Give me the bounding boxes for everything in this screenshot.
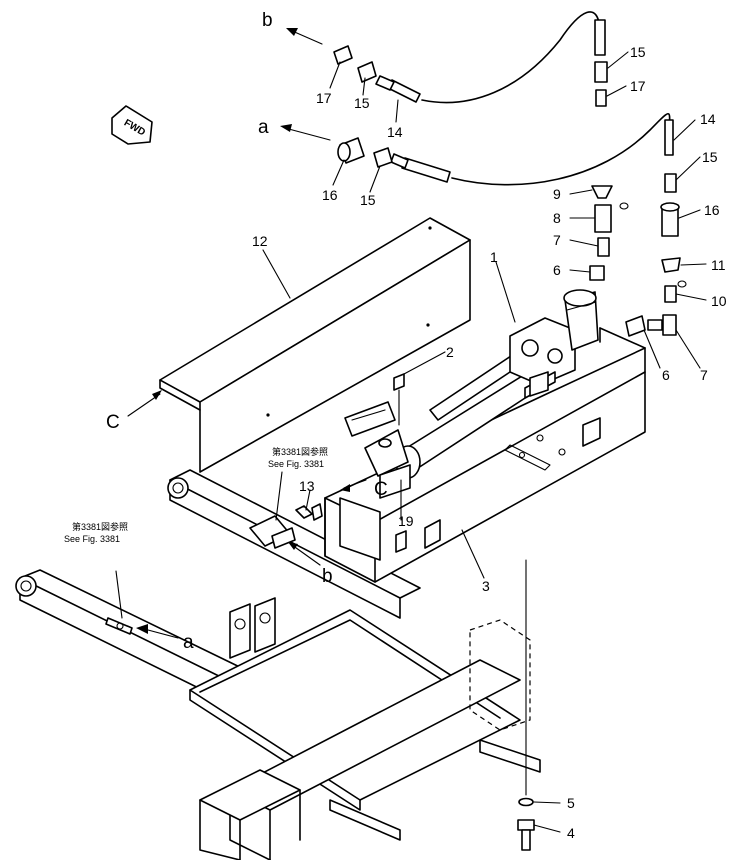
callout-17b: 17 <box>630 78 646 94</box>
callout-12: 12 <box>252 233 268 249</box>
callout-14b: 14 <box>700 111 716 127</box>
callout-19: 19 <box>398 513 414 529</box>
callout-2: 2 <box>446 344 454 360</box>
letter-a-top: a <box>258 117 269 138</box>
callout-4: 4 <box>567 825 575 841</box>
fwd-direction-arrow <box>111 105 153 145</box>
callout-8: 8 <box>553 210 561 226</box>
callout-14a: 14 <box>387 124 403 140</box>
callout-11: 11 <box>711 257 726 273</box>
callout-6a: 6 <box>553 262 561 278</box>
callout-1: 1 <box>490 249 498 265</box>
letter-b-bottom: b <box>322 566 333 587</box>
callout-6b: 6 <box>662 367 670 383</box>
note2-jp: 第3381図参照 <box>72 521 128 532</box>
callout-15c: 15 <box>360 192 376 208</box>
cover-panel <box>159 217 471 473</box>
callout-3: 3 <box>482 578 490 594</box>
callout-7a: 7 <box>553 232 561 248</box>
letter-a-bottom: a <box>183 632 194 653</box>
leader-lines <box>115 28 707 833</box>
callout-13: 13 <box>299 478 315 494</box>
callout-17a: 17 <box>316 90 332 106</box>
fittings <box>249 45 687 851</box>
callout-15b: 15 <box>630 44 646 60</box>
tank-assembly <box>324 327 646 583</box>
callout-15d: 15 <box>702 149 718 165</box>
hydraulic-pump <box>344 289 599 553</box>
hoses <box>375 11 674 186</box>
callout-7b: 7 <box>700 367 708 383</box>
callout-15a: 15 <box>354 95 370 111</box>
callout-5: 5 <box>567 795 575 811</box>
callout-10: 10 <box>711 293 727 309</box>
callout-16a: 16 <box>322 187 338 203</box>
callout-numbers: 1 2 3 4 5 6 6 7 7 8 9 10 11 12 13 14 14 … <box>252 44 727 841</box>
chassis-frame <box>15 469 541 860</box>
note1-jp: 第3381図参照 <box>272 446 328 457</box>
note1-en: See Fig. 3381 <box>268 459 324 469</box>
note2-en: See Fig. 3381 <box>64 534 120 544</box>
connection-letters: b a C C b a <box>106 10 388 653</box>
callout-16b: 16 <box>704 202 720 218</box>
letter-c-mid: C <box>374 479 388 500</box>
letter-b-top: b <box>262 10 273 31</box>
letter-c-left: C <box>106 412 120 433</box>
reference-notes: 第3381図参照 See Fig. 3381 第3381図参照 See Fig.… <box>64 446 328 544</box>
callout-9: 9 <box>553 186 561 202</box>
